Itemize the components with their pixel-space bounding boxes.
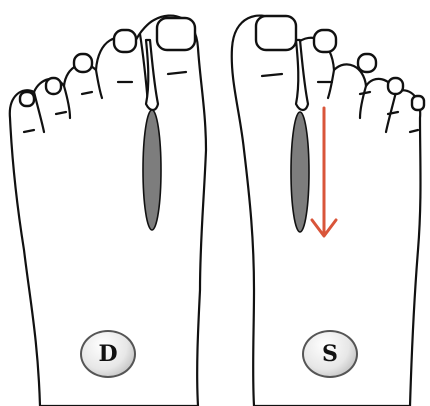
right-big-toe-nail — [157, 18, 195, 50]
left-third-toe-nail — [358, 54, 376, 72]
left-big-toe-nail — [256, 16, 296, 50]
right-fourth-toe-nail — [46, 78, 61, 94]
left-foot-label-badge: S — [302, 330, 358, 378]
right-foot-label-badge: D — [80, 330, 136, 378]
right-second-toe-nail — [114, 30, 136, 52]
right-third-toe-nail — [74, 54, 92, 72]
left-highlight-bar — [291, 112, 309, 232]
left-second-toe-nail — [314, 30, 336, 52]
left-fourth-toe-nail — [388, 78, 403, 94]
right-fifth-toe-nail — [20, 92, 34, 106]
left-fifth-toe-nail — [412, 96, 424, 110]
right-highlight-bar — [143, 110, 161, 230]
